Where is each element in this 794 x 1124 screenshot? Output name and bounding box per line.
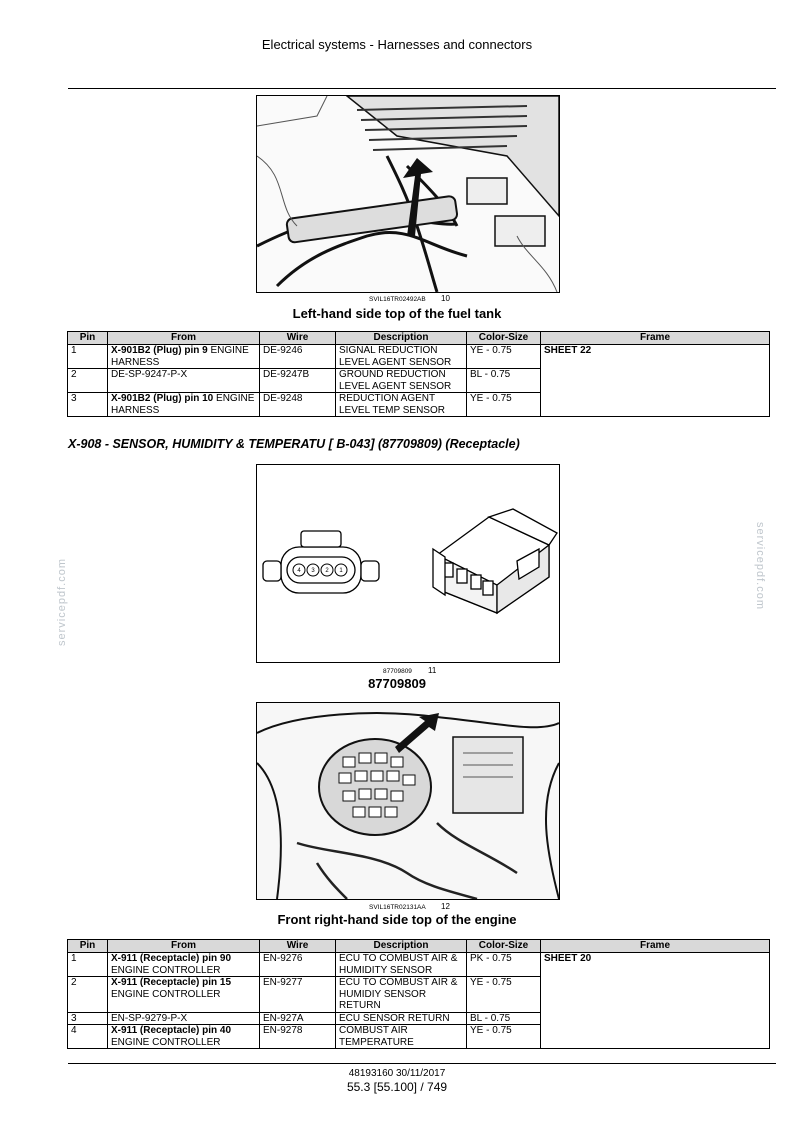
figure2-code: 87709809: [383, 668, 412, 675]
connector-drawing: 4 3 2 1: [256, 464, 560, 663]
engine-photo: [256, 702, 560, 900]
from-harness: ENGINE HARNESS: [111, 393, 255, 416]
from-connector: X-901B2 (Plug) pin 10: [111, 393, 214, 404]
color-size-cell: YE - 0.75: [466, 392, 541, 417]
pin-table-1: Pin From Wire Description Color-Size Fra…: [67, 331, 770, 417]
header-rule: [68, 88, 776, 89]
frame-cell: SHEET 20: [540, 952, 770, 1049]
description-cell: SIGNAL REDUCTION LEVEL AGENT SENSOR: [335, 344, 467, 369]
from-harness: ENGINE CONTROLLER: [111, 964, 221, 976]
table-row: 1 X-901B2 (Plug) pin 9 ENGINE HARNESS DE…: [67, 344, 770, 417]
connector-section-title: X-908 - SENSOR, HUMIDITY & TEMPERATU [ B…: [68, 437, 520, 451]
description-cell: REDUCTION AGENT LEVEL TEMP SENSOR: [335, 392, 467, 417]
figure1-caption: Left-hand side top of the fuel tank: [292, 306, 502, 321]
column-header: Wire: [259, 331, 336, 345]
footer-doc-line: 48193160 30/11/2017: [348, 1068, 446, 1079]
color-size-cell: YE - 0.75: [466, 976, 541, 1013]
figure2-number: 11: [428, 666, 437, 675]
frame-cell: SHEET 22: [540, 344, 770, 417]
pin-cell: 2: [67, 976, 108, 1013]
from-cell: DE-SP-9247-P-X: [107, 368, 260, 393]
description-cell: ECU SENSOR RETURN: [335, 1011, 467, 1025]
description-cell: ECU TO COMBUST AIR & HUMIDIY SENSOR RETU…: [335, 976, 467, 1013]
wire-cell: DE-9247B: [259, 368, 336, 393]
color-size-cell: YE - 0.75: [466, 1024, 541, 1049]
from-cell: EN-SP-9279-P-X: [107, 1011, 260, 1025]
from-harness: ENGINE HARNESS: [111, 345, 249, 368]
from-cell: X-901B2 (Plug) pin 10 ENGINE HARNESS: [107, 392, 260, 417]
pin-label: 1: [339, 568, 343, 574]
pin-label: 3: [311, 568, 315, 574]
from-cell: X-901B2 (Plug) pin 9 ENGINE HARNESS: [107, 344, 260, 369]
figure3-number: 12: [441, 902, 450, 911]
watermark-right: servicepdf.com: [753, 522, 766, 610]
table-row: 3 EN-SP-9279-P-X EN-927A ECU SENSOR RETU…: [67, 1011, 770, 1025]
from-connector: X-901B2 (Plug) pin 9: [111, 345, 208, 356]
wire-cell: EN-9277: [259, 976, 336, 1013]
color-size-cell: BL - 0.75: [466, 1011, 541, 1025]
from-harness: ENGINE CONTROLLER: [111, 988, 221, 1000]
wire-cell: DE-9248: [259, 392, 336, 417]
page-header: Electrical systems - Harnesses and conne…: [261, 37, 533, 52]
pin-cell: 3: [67, 392, 108, 417]
pin-cell: 3: [67, 1011, 108, 1025]
table-row: 3 X-901B2 (Plug) pin 10 ENGINE HARNESS D…: [67, 392, 770, 417]
from-cell: X-911 (Receptacle) pin 40 ENGINE CONTROL…: [107, 1024, 260, 1049]
pin-cell: 1: [67, 344, 108, 369]
table-header-row: Pin From Wire Description Color-Size Fra…: [67, 331, 770, 345]
column-header: Color-Size: [466, 939, 541, 953]
pin-cell: 1: [67, 952, 108, 977]
column-header: From: [107, 331, 260, 345]
color-size-cell: YE - 0.75: [466, 344, 541, 369]
wire-cell: EN-9278: [259, 1024, 336, 1049]
table-row: 2 X-911 (Receptacle) pin 15 ENGINE CONTR…: [67, 976, 770, 1013]
watermark-left: servicepdf.com: [55, 558, 68, 646]
column-header: Frame: [540, 939, 770, 953]
pin-cell: 4: [67, 1024, 108, 1049]
description-cell: ECU TO COMBUST AIR & HUMIDITY SENSOR: [335, 952, 467, 977]
fuel-tank-photo: [256, 95, 560, 293]
footer-rule: [68, 1063, 776, 1064]
table-header-row: Pin From Wire Description Color-Size Fra…: [67, 939, 770, 953]
column-header: Pin: [67, 939, 108, 953]
wire-cell: EN-9276: [259, 952, 336, 977]
pin-label: 4: [297, 568, 301, 574]
description-cell: COMBUST AIR TEMPERATURE: [335, 1024, 467, 1049]
table-row: 1 X-911 (Receptacle) pin 90 ENGINE CONTR…: [67, 952, 770, 1049]
from-cell: X-911 (Receptacle) pin 15 ENGINE CONTROL…: [107, 976, 260, 1013]
column-header: Description: [335, 939, 467, 953]
column-header: Color-Size: [466, 331, 541, 345]
column-header: Description: [335, 331, 467, 345]
pin-cell: 2: [67, 368, 108, 393]
from-harness: ENGINE CONTROLLER: [111, 1036, 221, 1048]
footer-page-line: 55.3 [55.100] / 749: [346, 1080, 448, 1094]
pin-label: 2: [325, 568, 329, 574]
from-connector: X-911 (Receptacle) pin 15: [111, 977, 232, 988]
wire-cell: EN-927A: [259, 1011, 336, 1025]
column-header: Pin: [67, 331, 108, 345]
from-connector: X-911 (Receptacle) pin 90: [111, 953, 232, 964]
figure3-caption: Front right-hand side top of the engine: [277, 912, 517, 927]
column-header: From: [107, 939, 260, 953]
figure1-code: SVIL16TR02492AB: [369, 296, 426, 303]
from-harness: DE-SP-9247-P-X: [111, 369, 188, 380]
column-header: Frame: [540, 331, 770, 345]
color-size-cell: BL - 0.75: [466, 368, 541, 393]
figure2-caption: 87709809: [368, 676, 426, 691]
figure3-code: SVIL16TR02131AA: [369, 904, 426, 911]
pin-table-2: Pin From Wire Description Color-Size Fra…: [67, 939, 770, 1049]
figure1-number: 10: [441, 294, 450, 303]
wire-cell: DE-9246: [259, 344, 336, 369]
from-cell: X-911 (Receptacle) pin 90 ENGINE CONTROL…: [107, 952, 260, 977]
from-harness: EN-SP-9279-P-X: [111, 1012, 188, 1024]
table-row: 4 X-911 (Receptacle) pin 40 ENGINE CONTR…: [67, 1024, 770, 1049]
description-cell: GROUND REDUCTION LEVEL AGENT SENSOR: [335, 368, 467, 393]
color-size-cell: PK - 0.75: [466, 952, 541, 977]
from-connector: X-911 (Receptacle) pin 40: [111, 1025, 232, 1036]
column-header: Wire: [259, 939, 336, 953]
